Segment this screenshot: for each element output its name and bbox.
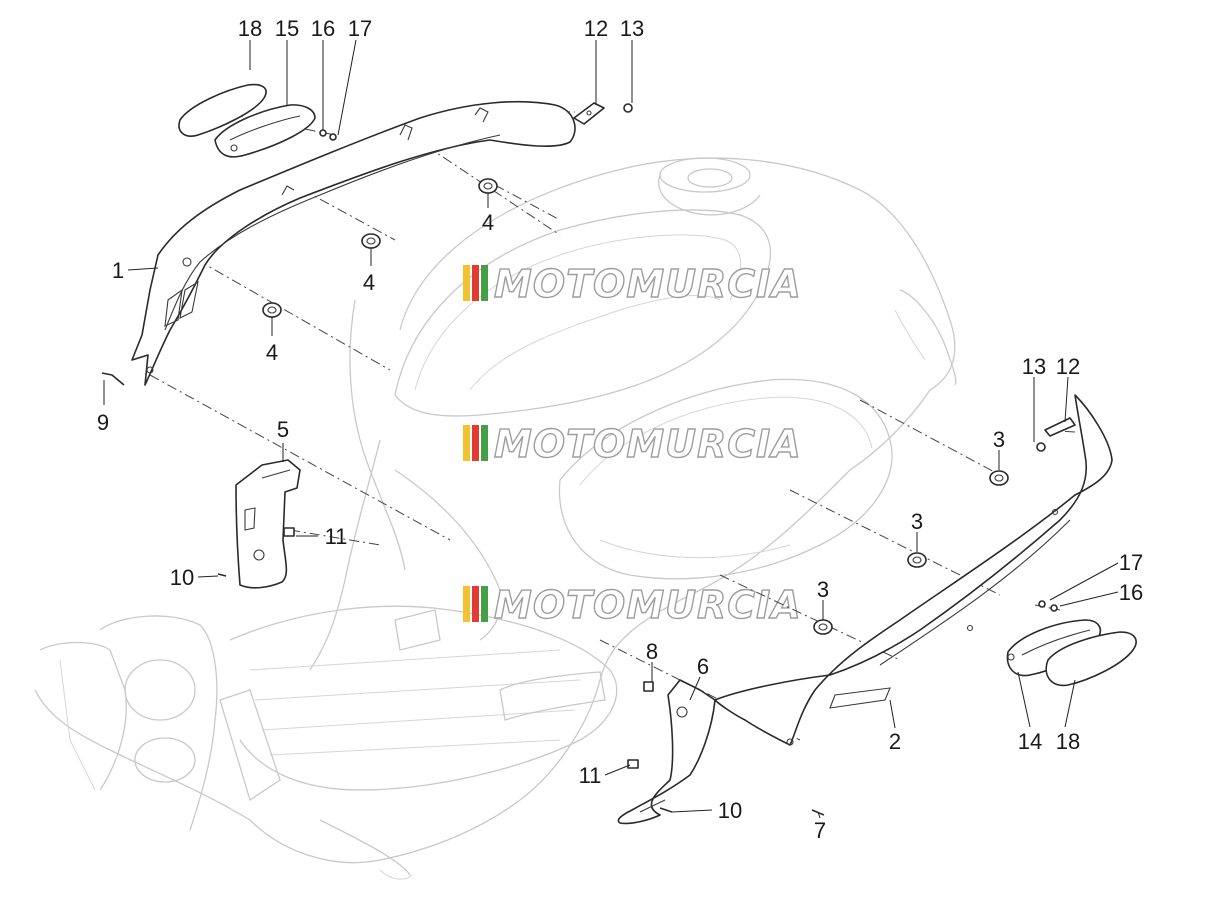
part-5-left-bracket — [235, 459, 301, 589]
callout-10-right: 10 — [718, 798, 742, 823]
callout-11-left: 11 — [325, 524, 348, 549]
callout-9: 9 — [97, 410, 109, 435]
leader-lines — [103, 39, 1119, 819]
callout-17-right: 17 — [1119, 550, 1143, 575]
fasteners — [101, 103, 1058, 816]
part-12-clip-right — [1044, 417, 1076, 437]
callout-5: 5 — [277, 417, 289, 442]
part-18-reflector-lens-right — [1045, 631, 1137, 687]
callout-13-top: 13 — [620, 16, 644, 41]
callout-16-right: 16 — [1119, 580, 1143, 605]
part-15-reflector-housing — [214, 104, 316, 158]
callout-7: 7 — [814, 818, 826, 843]
callout-3-lower: 3 — [817, 577, 829, 602]
callout-11-right: 11 — [579, 763, 602, 788]
callout-12-right: 12 — [1056, 354, 1080, 379]
part-12-clip-top — [573, 102, 605, 125]
part-2-right-rail — [714, 394, 1113, 746]
callout-4-middle: 4 — [363, 270, 375, 295]
watermark-text-top: MOTOMURCIA — [494, 262, 802, 306]
watermark-text-bottom: MOTOMURCIA — [494, 583, 802, 627]
callout-8: 8 — [646, 639, 658, 664]
callout-3-upper: 3 — [993, 427, 1005, 452]
part-1-left-rail — [131, 100, 576, 386]
watermark-middle: MOTOMURCIA — [463, 421, 802, 467]
callout-6: 6 — [697, 654, 709, 679]
part-18-reflector-lens-left — [178, 83, 267, 137]
callout-12-top: 12 — [584, 16, 608, 41]
callout-4-lower: 4 — [266, 340, 278, 365]
callout-2: 2 — [889, 729, 901, 754]
callout-18-right: 18 — [1056, 729, 1080, 754]
callout-15: 15 — [275, 16, 299, 41]
callout-3-middle: 3 — [911, 509, 923, 534]
callout-17-top-left: 17 — [348, 16, 372, 41]
watermark-bottom: MOTOMURCIA — [463, 582, 802, 628]
callout-labels: 18 15 16 17 12 13 1 4 4 4 9 5 11 10 13 1… — [97, 16, 1143, 843]
callout-13-right: 13 — [1022, 354, 1046, 379]
part-6-right-bracket — [617, 679, 716, 825]
callout-1: 1 — [112, 258, 124, 283]
scooter-body-ghost — [34, 157, 957, 880]
grommets — [262, 178, 1009, 635]
callout-10-left: 10 — [170, 565, 194, 590]
watermark-text-middle: MOTOMURCIA — [494, 422, 802, 466]
callout-16-top-left: 16 — [311, 16, 335, 41]
callout-4-upper: 4 — [482, 210, 494, 235]
watermark-top: MOTOMURCIA — [463, 261, 802, 307]
callout-18-top-left: 18 — [238, 16, 262, 41]
callout-14: 14 — [1018, 729, 1042, 754]
